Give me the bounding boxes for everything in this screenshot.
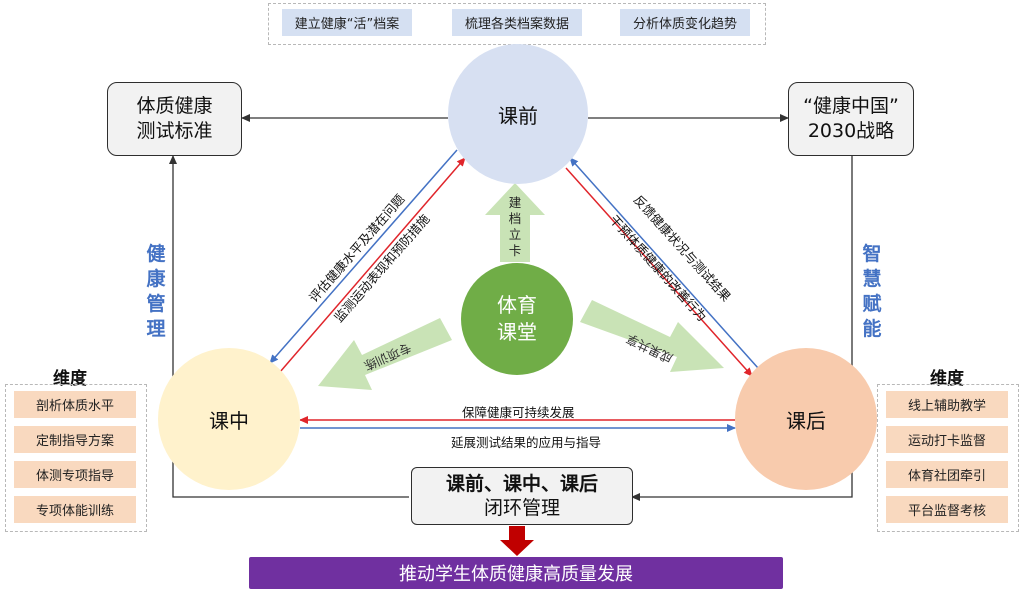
left-panel-item-2: 定制指导方案	[14, 426, 136, 453]
left-box-line2: 测试标准	[136, 120, 213, 142]
left-panel-item-1-label: 剖析体质水平	[35, 399, 114, 414]
bottom-banner: 推动学生体质健康高质量发展	[249, 557, 783, 589]
side-label-right: 智慧赋能	[862, 243, 882, 340]
bottom-box-closed-loop: 课前、课中、课后 闭环管理	[411, 467, 633, 525]
red-down-arrow	[500, 526, 534, 556]
green-arrow-left	[318, 318, 452, 390]
right-panel-item-1-label: 线上辅助教学	[907, 399, 986, 414]
node-center-line2: 课堂	[497, 320, 537, 344]
left-panel-item-3: 体测专项指导	[14, 461, 136, 488]
right-panel-item-2: 运动打卡监督	[886, 426, 1008, 453]
top-item-2: 梳理各类档案数据	[452, 9, 582, 36]
edge-label-bottom-upper: 保障健康可持续发展	[462, 405, 575, 420]
right-box-line2: 2030战略	[807, 120, 895, 142]
connector-left-loop	[169, 155, 409, 498]
node-during: 课中	[158, 348, 300, 490]
left-box-line1: 体质健康	[136, 95, 213, 117]
left-panel-item-4: 专项体能训练	[14, 496, 136, 523]
right-box-line1: “健康中国”	[803, 95, 899, 117]
node-center-line1: 体育	[497, 293, 537, 317]
arrow-post-to-pre	[569, 157, 759, 369]
top-item-3: 分析体质变化趋势	[620, 9, 750, 36]
center-arrow-up-label: 建档立卡	[508, 195, 522, 258]
right-panel-item-3: 体育社团牵引	[886, 461, 1008, 488]
top-item-3-label: 分析体质变化趋势	[632, 17, 737, 32]
node-pre-label: 课前	[498, 103, 538, 128]
top-item-1: 建立健康“活”档案	[282, 9, 412, 36]
right-panel-item-1: 线上辅助教学	[886, 391, 1008, 418]
green-arrow-right	[580, 300, 724, 372]
side-label-left: 健康管理	[146, 243, 166, 340]
left-panel-item-2-label: 定制指导方案	[35, 434, 114, 449]
bottom-box-line2: 闭环管理	[483, 497, 560, 519]
right-panel-item-3-label: 体育社团牵引	[907, 469, 986, 484]
right-panel-item-4: 平台监督考核	[886, 496, 1008, 523]
node-during-label: 课中	[209, 408, 249, 433]
node-pre: 课前	[448, 44, 588, 184]
bottom-banner-label: 推动学生体质健康高质量发展	[399, 564, 633, 585]
right-panel-item-4-label: 平台监督考核	[907, 504, 986, 519]
top-item-1-label: 建立健康“活”档案	[294, 17, 400, 32]
arrow-pre-to-post	[565, 167, 753, 377]
left-panel-item-1: 剖析体质水平	[14, 391, 136, 418]
node-post: 课后	[735, 348, 877, 490]
left-panel-item-3-label: 体测专项指导	[35, 469, 114, 484]
right-panel	[877, 384, 1019, 532]
top-item-2-label: 梳理各类档案数据	[464, 17, 569, 32]
arrow-pre-to-during	[269, 149, 458, 364]
arrow-during-to-pre	[279, 157, 466, 373]
left-panel-item-4-label: 专项体能训练	[35, 504, 114, 519]
node-center: 体育 课堂	[461, 263, 573, 375]
green-arrow-up	[485, 183, 545, 262]
right-box-strategy: “健康中国” 2030战略	[788, 82, 914, 156]
edge-label-bottom-lower: 延展测试结果的应用与指导	[451, 435, 602, 450]
connector-right-loop	[631, 156, 853, 501]
node-post-label: 课后	[786, 408, 826, 433]
left-box-standard: 体质健康 测试标准	[107, 82, 242, 156]
right-panel-item-2-label: 运动打卡监督	[907, 434, 986, 449]
left-panel	[5, 384, 147, 532]
bottom-box-line1: 课前、课中、课后	[445, 473, 598, 495]
